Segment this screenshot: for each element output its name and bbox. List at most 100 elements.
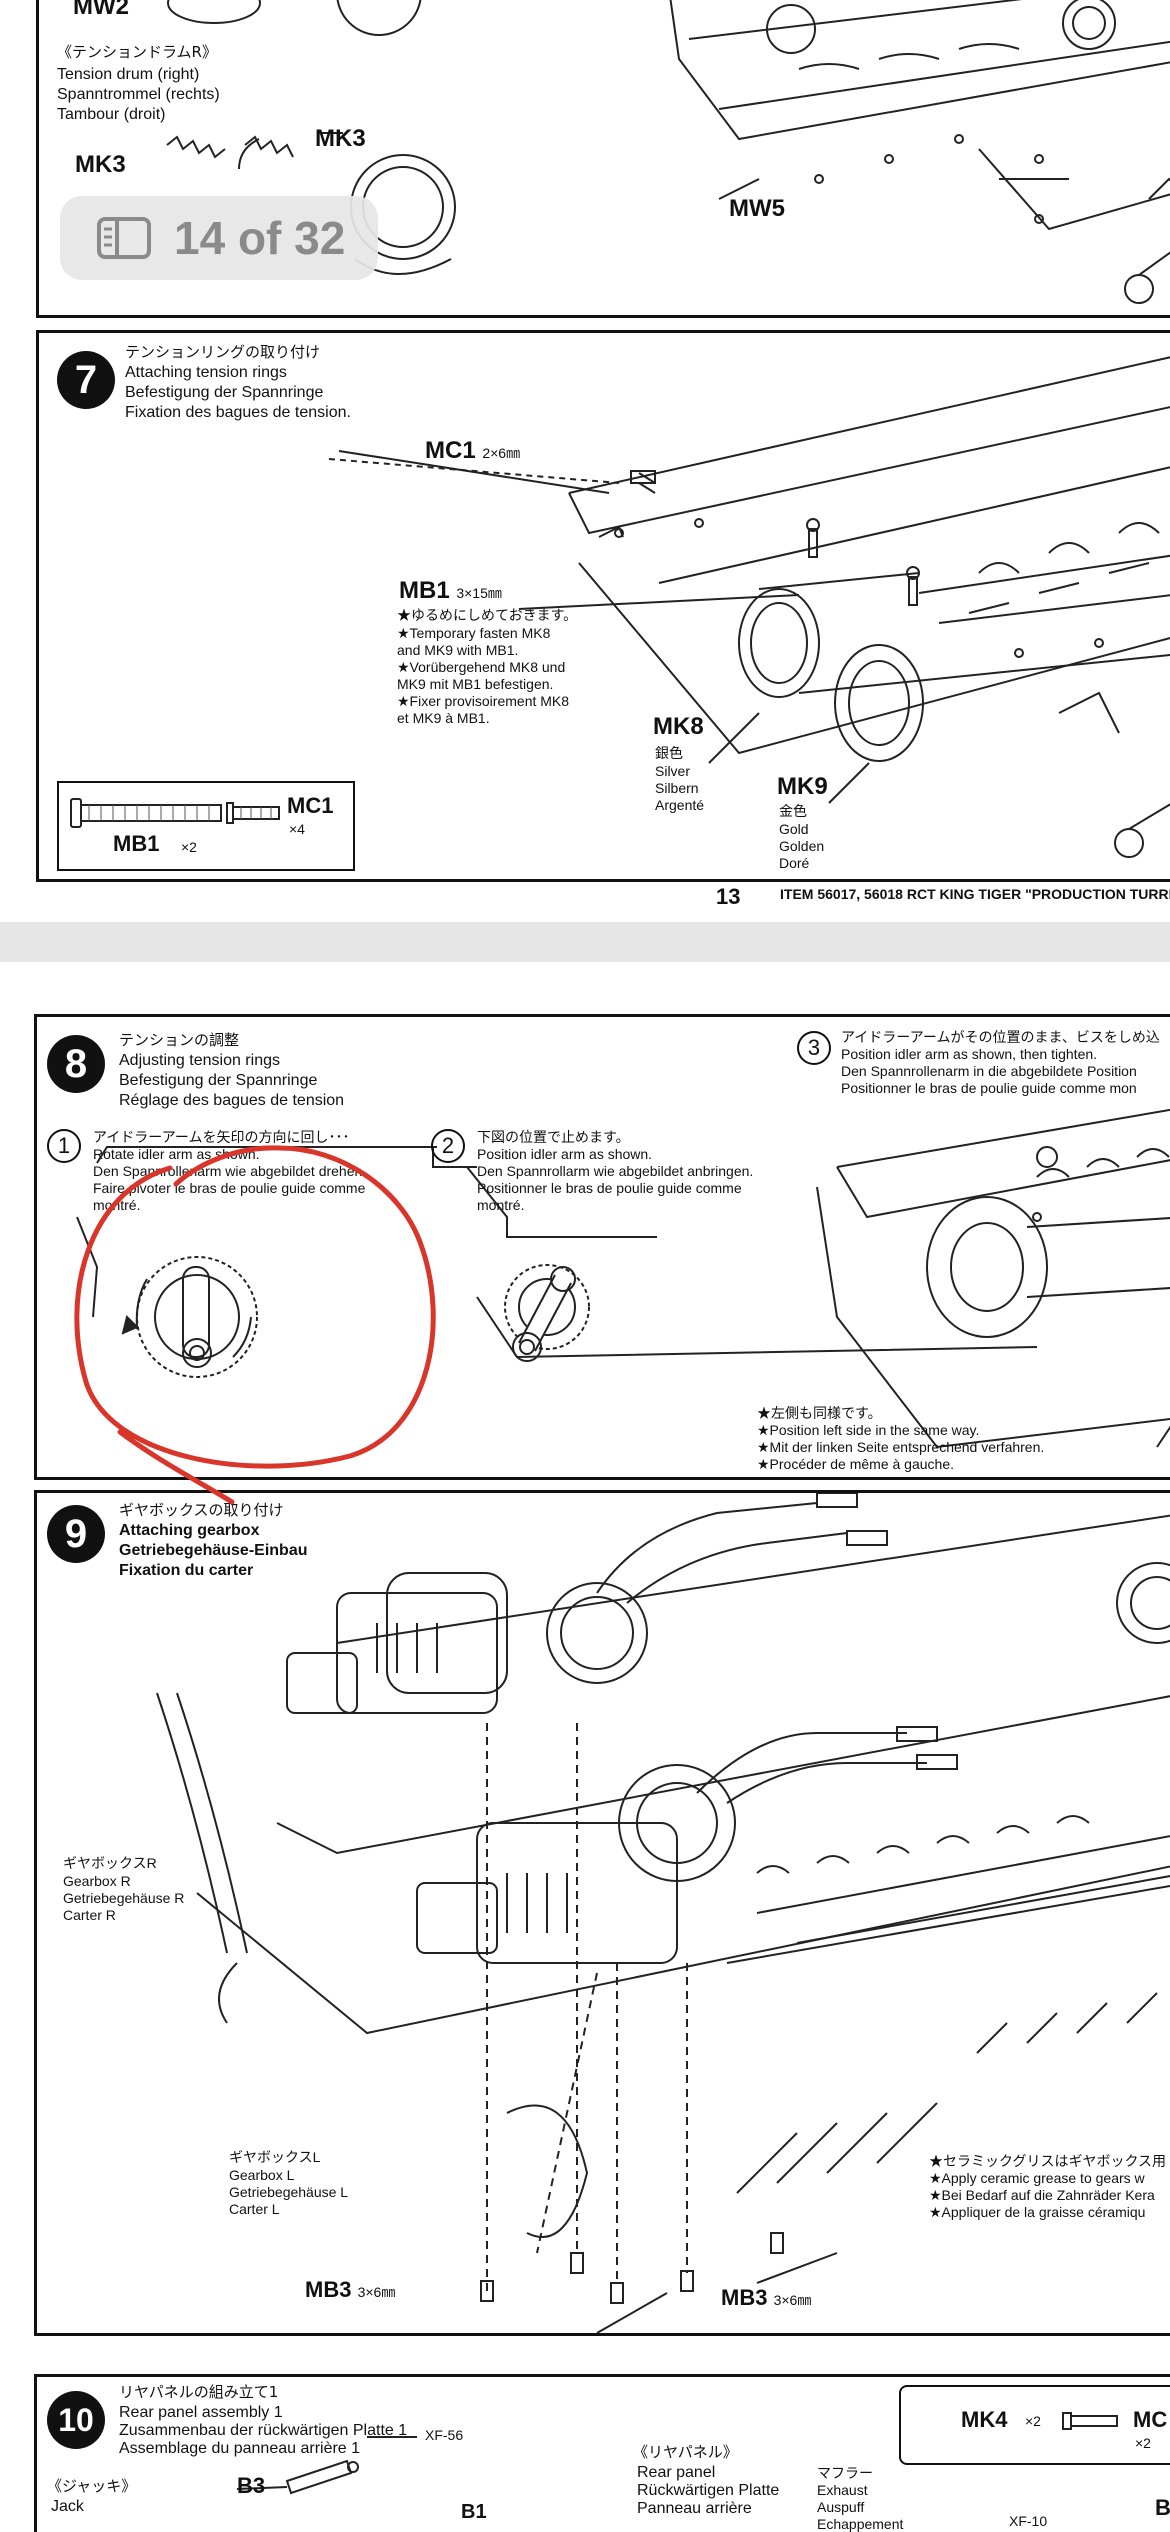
paint-xf56: XF-56 — [425, 2427, 464, 2443]
step8-title-fr: Réglage des bagues de tension — [119, 1092, 345, 1109]
left-side-note: ★左側も同様です。 — [757, 1405, 882, 1421]
substep-2-line: Den Spannrollarm wie abgebildet anbringe… — [477, 1163, 754, 1179]
tension-drum-line-fr: Tambour (droit) — [57, 106, 166, 123]
exhaust-label: マフラー — [817, 2465, 873, 2481]
step7-title-fr: Fixation des bagues de tension. — [125, 404, 351, 421]
part-label-mb1: MB1 3×15㎜ — [399, 577, 502, 605]
manual-page-13: 《テンションドラムR》 Tension drum (right) Spanntr… — [0, 0, 1170, 922]
step7-note-line: and MK9 with MB1. — [397, 642, 519, 658]
jack-label: Jack — [51, 2498, 84, 2515]
exhaust-label: Exhaust — [817, 2482, 868, 2498]
substep-1-line: Den Spannrollenarm wie abgebildet drehen… — [93, 1163, 367, 1179]
step9-title-de: Getriebegehäuse-Einbau — [119, 1542, 308, 1559]
step8-title-en: Adjusting tension rings — [119, 1052, 280, 1069]
mb1-size: 3×15㎜ — [456, 585, 502, 601]
rear-panel-label: Panneau arrière — [637, 2500, 752, 2517]
step8-title-de: Befestigung der Spannringe — [119, 1072, 318, 1089]
parts-mk4: MK4 — [961, 2407, 1008, 2432]
left-side-note: ★Mit der linken Seite entsprechend verfa… — [757, 1439, 1045, 1455]
rear-panel-title: 《リヤパネル》 — [633, 2443, 738, 2461]
step10-title-fr: Assemblage du panneau arrière 1 — [119, 2440, 361, 2457]
step7-panel: 7 テンションリングの取り付け Attaching tension rings … — [36, 330, 1170, 882]
parts-mb1: MB1 — [113, 831, 160, 856]
step10-title-en: Rear panel assembly 1 — [119, 2404, 283, 2421]
step7-parts-box: MB1 ×2 MC1 ×4 — [57, 781, 355, 871]
manual-page-14: 8 テンションの調整 Adjusting tension rings Befes… — [0, 962, 1170, 2532]
step7-title-jp: テンションリングの取り付け — [125, 343, 321, 361]
part-label-mk9: MK9 — [777, 773, 828, 800]
gearbox-l-label: Gearbox L — [229, 2167, 295, 2183]
part-label-mc1: MC1 2×6㎜ — [425, 437, 520, 465]
grease-note: ★セラミックグリスはギヤボックス用 — [929, 2153, 1167, 2169]
gearbox-l-label: Carter L — [229, 2201, 280, 2217]
part-label-b1: B1 — [461, 2501, 487, 2523]
page-indicator[interactable]: 14 of 32 — [60, 196, 378, 280]
step-number-8: 8 — [47, 1035, 105, 1093]
mc1-size: 2×6㎜ — [482, 445, 521, 461]
page-divider — [0, 922, 1170, 962]
rear-panel-label: Rear panel — [637, 2464, 716, 2481]
step8-panel: 8 テンションの調整 Adjusting tension rings Befes… — [34, 1014, 1170, 1480]
step9-title-fr: Fixation du carter — [119, 1562, 254, 1579]
substep-3-line: Positionner le bras de poulie guide comm… — [841, 1080, 1137, 1096]
screw-icon — [1062, 2412, 1118, 2430]
left-side-note: ★Procéder de même à gauche. — [757, 1456, 954, 1472]
mb3-right-code: MB3 — [721, 2285, 768, 2310]
substep-3-line: Den Spannrollenarm in die abgebildete Po… — [841, 1063, 1137, 1079]
parts-mb1-qty: ×2 — [181, 839, 197, 855]
substep-1-line: アイドラーアームを矢印の方向に回し･･･ — [93, 1129, 350, 1145]
grease-note: ★Apply ceramic grease to gears w — [929, 2170, 1145, 2186]
substep-3-line: Position idler arm as shown, then tighte… — [841, 1046, 1098, 1062]
step7-note-line: ★Fixer provisoirement MK8 — [397, 693, 570, 709]
parts-mc1: MC1 — [287, 793, 334, 818]
gearbox-r-label: ギヤボックスR — [63, 1855, 157, 1871]
mb3-left-code: MB3 — [305, 2277, 352, 2302]
screw-icons — [70, 798, 280, 828]
step10-title-jp: リヤパネルの組み立て1 — [119, 2383, 279, 2401]
tension-drum-title: 《テンションドラムR》 — [57, 43, 217, 61]
mk8-color-en: Silver — [655, 763, 691, 779]
tension-drum-line-de: Spanntrommel (rechts) — [57, 86, 220, 103]
substep-1-marker: 1 — [47, 1129, 81, 1163]
parts-mc: MC — [1133, 2407, 1168, 2432]
part-label-mk8: MK8 — [653, 713, 704, 740]
substep-1-line: Faire pivoter le bras de poulie guide co… — [93, 1180, 366, 1196]
step-number-10: 10 — [47, 2391, 105, 2449]
step9-title-en: Attaching gearbox — [119, 1522, 260, 1539]
part-label-mw2: MW2 — [73, 0, 129, 20]
substep-1-line: Rotate idler arm as shown. — [93, 1146, 260, 1162]
step9-panel: 9 ギヤボックスの取り付け Attaching gearbox Getriebe… — [34, 1490, 1170, 2336]
step7-note-line: ★Temporary fasten MK8 — [397, 625, 551, 641]
mk8-color-de: Silbern — [655, 780, 699, 796]
tension-drum-line-en: Tension drum (right) — [57, 66, 200, 83]
gearbox-r-label: Getriebegehäuse R — [63, 1890, 185, 1906]
jack-title: 《ジャッキ》 — [47, 2477, 137, 2495]
mk9-color-de: Golden — [779, 838, 825, 854]
mb1-code: MB1 — [399, 577, 450, 604]
step10-panel: 10 リヤパネルの組み立て1 Rear panel assembly 1 Zus… — [34, 2374, 1170, 2532]
step-number-9: 9 — [47, 1505, 105, 1563]
page-indicator-text: 14 of 32 — [174, 212, 346, 264]
step-number-7: 7 — [57, 351, 115, 409]
gearbox-l-label: ギヤボックスL — [229, 2149, 321, 2165]
step10-illustration — [236, 2436, 417, 2495]
substep-2-line: 下図の位置で止めます。 — [477, 1129, 630, 1145]
grease-note: ★Bei Bedarf auf die Zahnräder Kera — [929, 2187, 1155, 2203]
part-label-b: B — [1155, 2495, 1170, 2520]
substep-1-line: montré. — [93, 1197, 141, 1213]
mk9-color-en: Gold — [779, 821, 809, 837]
mb3-right-size: 3×6㎜ — [773, 2292, 812, 2308]
step7-note-line: MK9 mit MB1 befestigen. — [397, 676, 554, 692]
step7-title-en: Attaching tension rings — [125, 364, 287, 381]
part-label-mk3-right: MK3 — [315, 125, 366, 152]
substep-2-line: montré. — [477, 1197, 525, 1213]
gearbox-r-label: Carter R — [63, 1907, 116, 1923]
paint-xf10: XF-10 — [1009, 2513, 1048, 2529]
step8-title-jp: テンションの調整 — [119, 1031, 240, 1049]
step9-title-jp: ギヤボックスの取り付け — [119, 1501, 284, 1519]
substep-2-line: Position idler arm as shown. — [477, 1146, 653, 1162]
step10-parts-box: MK4 ×2 MC ×2 — [899, 2385, 1170, 2465]
step9-illustration — [156, 1493, 1170, 2333]
step7-note-line: et MK9 à MB1. — [397, 710, 490, 726]
part-label-mb3-left: MB3 3×6㎜ — [305, 2277, 395, 2303]
